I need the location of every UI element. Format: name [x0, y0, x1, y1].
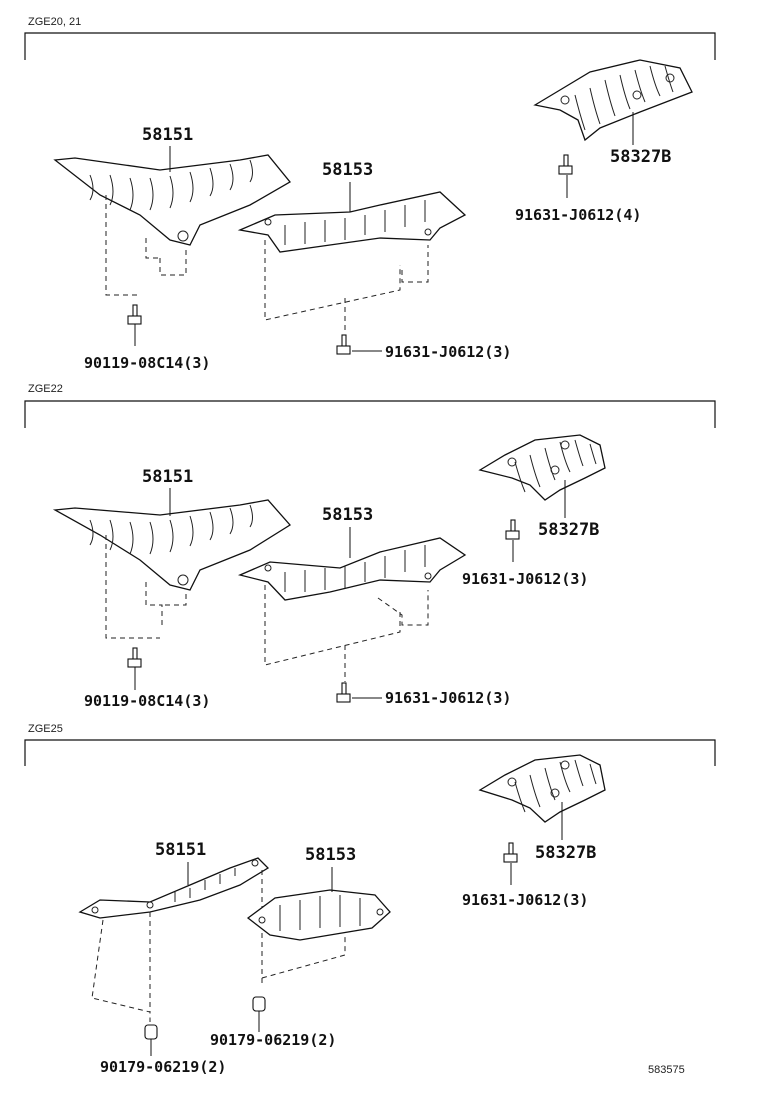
bolt-icon — [336, 334, 351, 355]
section-label: ZGE22 — [28, 383, 63, 395]
part-number-58151: 58151 — [155, 840, 206, 860]
part-number-58151: 58151 — [142, 125, 193, 145]
fastener-number-left: 90179-06219(2) — [100, 1058, 226, 1076]
bolt-icon — [558, 154, 573, 175]
heat-insulator-58153[interactable] — [237, 537, 467, 601]
bolt-icon — [127, 304, 142, 325]
heat-insulator-58327b[interactable] — [533, 59, 693, 142]
fastener-number-right: 91631-J0612(3) — [462, 570, 588, 588]
installation-guide — [264, 585, 429, 666]
bolt-icon — [503, 842, 518, 863]
heat-insulator-58153[interactable] — [237, 191, 467, 253]
heat-insulator-58327b[interactable] — [478, 434, 606, 501]
section-frame — [24, 400, 716, 428]
fastener-number-right: 91631-J0612(4) — [515, 206, 641, 224]
installation-guide — [105, 535, 187, 639]
installation-guide — [105, 195, 187, 296]
section-frame — [24, 32, 716, 60]
clip-icon — [252, 996, 266, 1012]
section-frame — [24, 739, 716, 766]
fastener-number-right: 91631-J0612(3) — [462, 891, 588, 909]
section-zge22: ZGE22 58151 58153 58327B 9 — [24, 383, 716, 710]
part-number-58153: 58153 — [322, 505, 373, 525]
figure-reference: 583575 — [648, 1064, 685, 1076]
part-number-58153: 58153 — [305, 845, 356, 865]
part-number-58151: 58151 — [142, 467, 193, 487]
section-zge20-21: ZGE20, 21 58151 58153 58327B — [24, 16, 716, 372]
bolt-icon — [336, 682, 351, 703]
fastener-number-left: 90119-08C14(3) — [84, 692, 210, 710]
fastener-number-left: 90119-08C14(3) — [84, 354, 210, 372]
installation-guide — [264, 240, 429, 321]
bolt-icon — [127, 647, 142, 668]
fastener-number-middle: 90179-06219(2) — [210, 1031, 336, 1049]
part-number-58327b: 58327B — [610, 147, 671, 167]
section-zge25: ZGE25 58151 58153 58327B — [24, 723, 716, 1076]
clip-icon — [144, 1024, 158, 1040]
part-number-58153: 58153 — [322, 160, 373, 180]
installation-guide — [261, 935, 346, 979]
heat-insulator-58327b[interactable] — [478, 754, 606, 823]
heat-insulator-58153[interactable] — [246, 889, 391, 941]
part-number-58327b: 58327B — [538, 520, 599, 540]
heat-insulator-58151[interactable] — [52, 499, 291, 591]
section-label: ZGE20, 21 — [28, 16, 81, 28]
heat-insulator-58151[interactable] — [78, 857, 270, 919]
fastener-number-middle: 91631-J0612(3) — [385, 689, 511, 707]
heat-insulator-58151[interactable] — [53, 154, 291, 246]
bolt-icon — [505, 519, 520, 540]
part-number-58327b: 58327B — [535, 843, 596, 863]
section-label: ZGE25 — [28, 723, 63, 735]
fastener-number-middle: 91631-J0612(3) — [385, 343, 511, 361]
